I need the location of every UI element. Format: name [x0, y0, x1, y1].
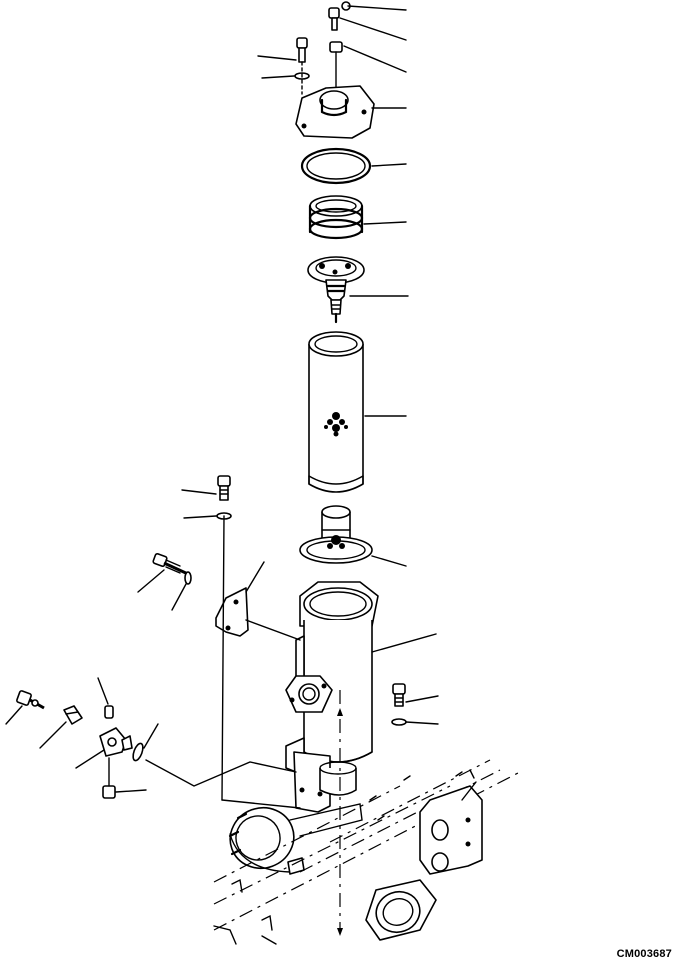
upper-bracket-bolt: [216, 475, 232, 520]
joint-block: [99, 727, 133, 757]
drain-plug: [102, 757, 116, 799]
fitting-elbow: [63, 705, 83, 725]
machine-frame: [213, 759, 521, 945]
pipe-routing: [145, 515, 301, 809]
o-ring: [300, 147, 372, 185]
top-nut: [329, 41, 343, 89]
left-housing: [228, 803, 363, 875]
right-bracket: [419, 781, 483, 875]
top-plug-screw: [328, 1, 351, 31]
mounting-bracket: [215, 587, 301, 641]
case-bolt-right: [391, 683, 407, 726]
leader-lines: [5, 5, 439, 793]
inlet-flange: [285, 675, 333, 713]
valve-plate: [307, 256, 365, 324]
hose-o-ring: [132, 742, 144, 762]
figure-code: CM003687: [616, 948, 672, 960]
right-housing: [365, 879, 437, 941]
banjo-bolt: [16, 690, 45, 710]
filter-element: [308, 331, 364, 493]
spring: [308, 195, 364, 240]
pin: [104, 705, 114, 719]
bracket-bolt: [152, 553, 192, 585]
filter-logo-mark: [324, 412, 348, 437]
cover-bolt-left: [294, 37, 310, 95]
center-tube: [299, 505, 373, 564]
filter-case: [285, 581, 379, 813]
center-axis: [337, 690, 343, 936]
filter-head-cover: [295, 85, 375, 139]
